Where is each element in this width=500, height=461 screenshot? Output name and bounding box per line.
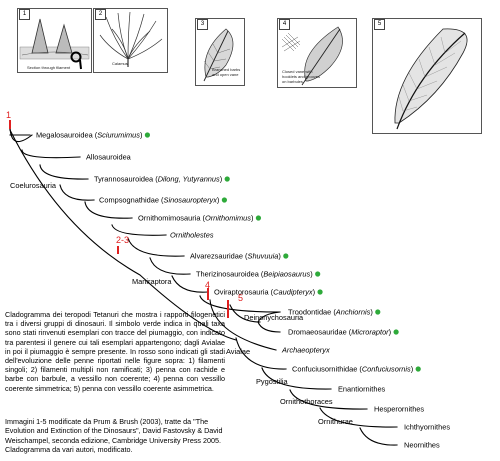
branch-line: [257, 311, 281, 323]
taxon-label: Allosauroidea: [86, 153, 132, 162]
branch-line: [261, 367, 332, 390]
open-vane-feather-illustration: [203, 28, 234, 82]
caption: Cladogramma dei teropodi Tetanuri che mo…: [5, 310, 225, 393]
panel-4: 4 Closed vane with hooklets and grooves …: [277, 18, 357, 88]
branch-line: [171, 275, 209, 293]
taxon-label: Neornithes: [404, 441, 440, 450]
taxon-label: Oviraptorosauria (Caudipteryx): [214, 288, 315, 297]
credits: Immagini 1-5 modificate da Prum & Brush …: [5, 410, 225, 461]
branch-line: [127, 237, 185, 257]
panel-3: 3 Branched barbs and open vane: [195, 18, 245, 86]
taxon-label: Archaeopteryx: [281, 346, 330, 355]
taxon-label: Therizinosauroidea (Beipiaosaurus): [196, 270, 313, 279]
branch-line: [209, 299, 277, 351]
clade-label: Pygostilia: [256, 377, 289, 386]
panel-number: 3: [197, 19, 208, 30]
stage-mark: 5: [238, 293, 243, 303]
panel-2: 2 Calamus: [93, 8, 168, 73]
taxon-label: Hesperornithes: [374, 405, 424, 414]
clade-label: Deinonychosauria: [244, 313, 304, 322]
feather-evidence-dot: [375, 309, 381, 315]
panel-label: Closed vane with: [282, 69, 313, 74]
clade-label: Maniraptora: [132, 277, 172, 286]
branch-line: [289, 389, 368, 410]
taxon-label: Ornithomimosauria (Ornithomimus): [138, 214, 253, 223]
branch-line: [149, 257, 191, 275]
feather-evidence-dot: [283, 253, 289, 259]
panel-1: 1 Section through filament: [17, 8, 92, 73]
feather-evidence-dot: [255, 215, 262, 221]
filament-tuft-illustration: [99, 11, 163, 67]
branch-line: [257, 321, 281, 333]
taxon-label: Enantiornithes: [338, 385, 386, 394]
panel-label: hooklets and grooves: [282, 74, 321, 79]
feather-evidence-dot: [315, 271, 321, 277]
branch-line: [21, 149, 81, 159]
asymmetric-feather-illustration: [394, 28, 468, 130]
stage-mark: 4: [205, 280, 210, 290]
feather-evidence-dot: [144, 132, 151, 138]
feather-evidence-dot: [317, 289, 323, 295]
clade-label: Ornithurae: [318, 417, 353, 426]
feather-evidence-dot: [393, 329, 399, 335]
closed-vane-feather-illustration: [281, 26, 343, 86]
credits-text: Immagini 1-5 modificate da Prum & Brush …: [5, 417, 223, 454]
feather-evidence-dot: [221, 197, 227, 203]
taxon-label: Dromaeosauridae (Microraptor): [288, 328, 391, 337]
taxon-label: Troodontidae (Anchiornis): [288, 308, 373, 317]
panel-number: 5: [374, 19, 385, 30]
taxon-label: Tyrannosauroidea (Dilong, Yutyrannus): [94, 175, 222, 184]
panel-5: 5: [372, 18, 482, 134]
filament-section-illustration: [19, 18, 90, 70]
branch-line: [235, 337, 287, 370]
taxon-label: Confuciusornithidae (Confuciusornis): [292, 365, 413, 374]
caption-text: Cladogramma dei teropodi Tetanuri che mo…: [5, 310, 225, 393]
branch-line: [359, 427, 398, 446]
branch-line: [199, 295, 281, 313]
taxon-label: Compsognathidae (Sinosauropteryx): [99, 196, 219, 205]
taxon-label: Alvarezsauridae (Shuvuuia): [190, 252, 281, 261]
branch-line: [9, 129, 237, 341]
panel-label: and open vane: [212, 72, 239, 77]
branch-line: [39, 164, 89, 180]
panel-label: Section through filament: [27, 65, 71, 70]
panel-number: 2: [95, 9, 106, 20]
taxon-label: Megalosauroidea (Sciurumimus): [36, 131, 142, 140]
branch-line: [229, 304, 261, 323]
stage-mark: 2-3: [116, 235, 129, 245]
branch-line: [319, 407, 398, 428]
clade-label: Ornithothoraces: [280, 397, 333, 406]
clade-label: Avialae: [226, 347, 250, 356]
branch-line: [111, 224, 167, 236]
panel-label: Branched barbs: [212, 67, 241, 72]
taxon-label: Ornitholestes: [170, 231, 214, 240]
branch-line: [59, 184, 95, 201]
branch-line: [9, 124, 33, 143]
panel-label: on barbules: [282, 79, 303, 84]
panel-number: 1: [19, 9, 30, 20]
panel-number: 4: [279, 19, 290, 30]
clade-label: Coelurosauria: [10, 181, 57, 190]
stage-mark: 1: [6, 110, 11, 120]
feather-evidence-dot: [224, 176, 230, 182]
feather-evidence-dot: [415, 366, 421, 372]
taxon-label: Ichthyornithes: [404, 423, 450, 432]
branch-line: [84, 201, 133, 219]
panel-label: Calamus: [112, 61, 128, 66]
